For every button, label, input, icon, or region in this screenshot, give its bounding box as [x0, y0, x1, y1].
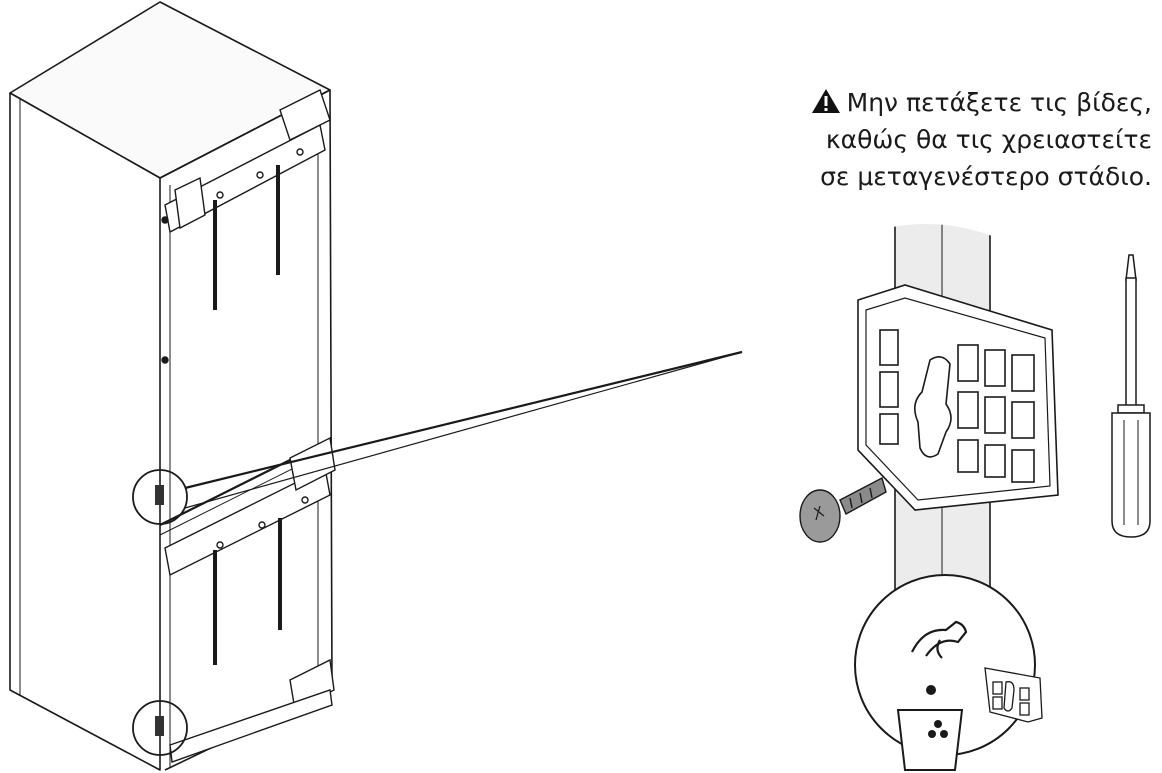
warning-line-1: Μην πετάξετε τις βίδες,	[712, 84, 1152, 121]
detail-marker-lower	[132, 700, 188, 756]
warning-text-3: σε μεταγενέστερο στάδιο.	[820, 162, 1152, 191]
plastic-bracket-icon	[857, 284, 1059, 511]
disposal-detail	[854, 574, 1043, 771]
waste-bin-icon	[896, 709, 964, 771]
warning-text-1: Μην πετάξετε τις βίδες,	[846, 88, 1152, 117]
warning-text-2: καθώς θα τις χρειαστείτε	[825, 125, 1152, 154]
screw-icon	[799, 476, 887, 543]
small-bracket-icon	[984, 667, 1043, 723]
bottom-hinge	[169, 658, 335, 763]
fridge-cabinet	[9, 1, 333, 771]
upper-hinge-rail	[161, 89, 331, 364]
warning-triangle-icon	[811, 89, 840, 113]
hand-icon	[911, 620, 968, 659]
screwdriver-icon	[1111, 254, 1151, 538]
detail-marker-upper	[132, 469, 188, 525]
leader-lines	[184, 350, 743, 509]
middle-hinge-rail	[164, 436, 336, 665]
warning-note: Μην πετάξετε τις βίδες, καθώς θα τις χρε…	[712, 84, 1152, 195]
magnified-detail	[738, 224, 1114, 600]
